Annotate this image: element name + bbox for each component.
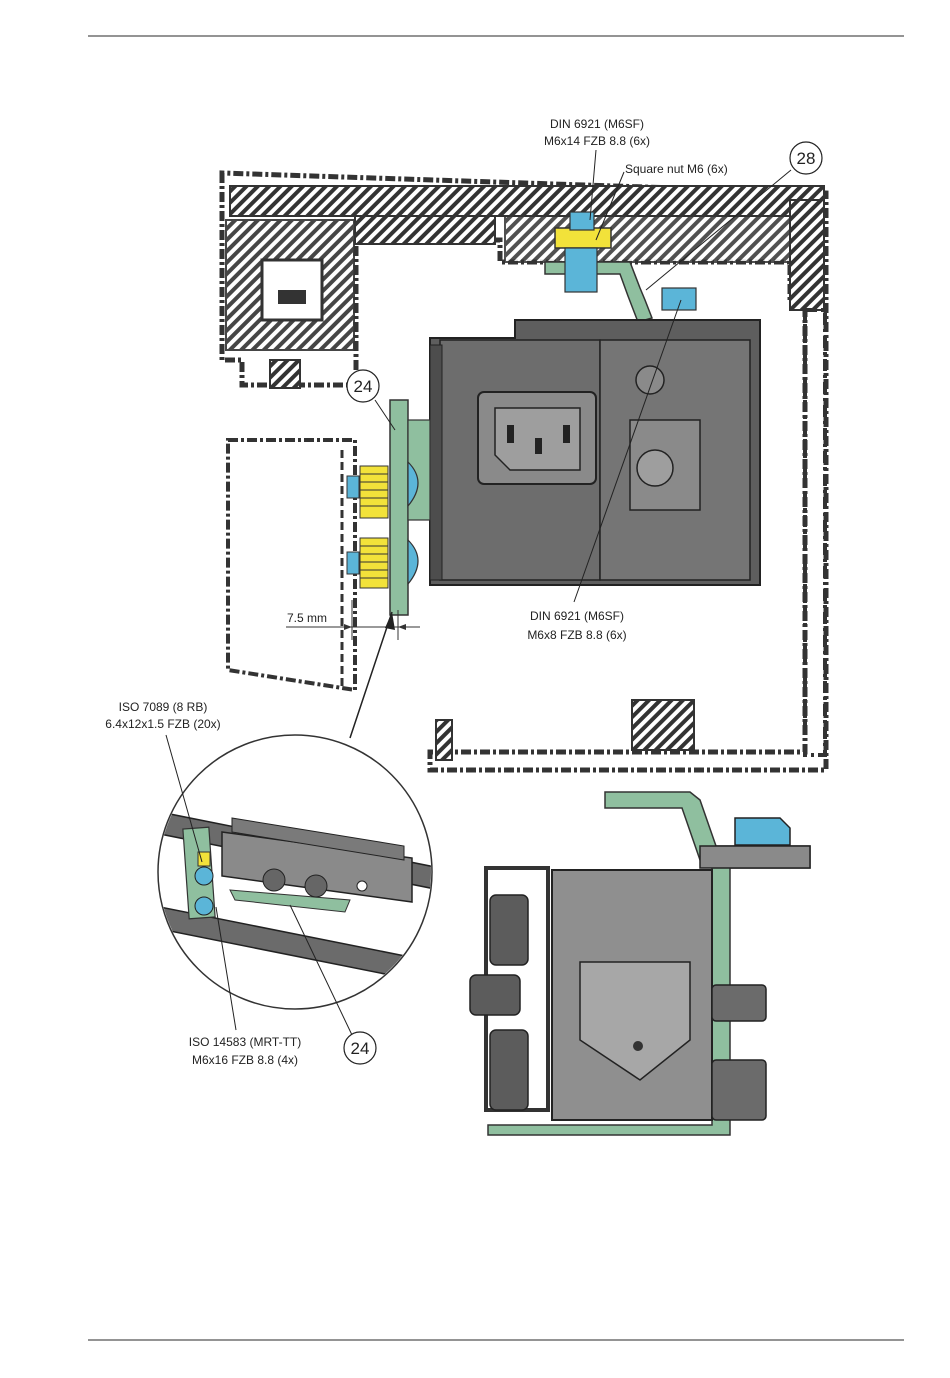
mounting-bracket-24 (347, 400, 430, 615)
square-nut (555, 228, 611, 248)
svg-text:24: 24 (354, 377, 373, 396)
label-din6921-top-1: DIN 6921 (M6SF) (550, 117, 644, 131)
power-unit-housing (430, 320, 760, 585)
label-iso14583-2: M6x16 FZB 8.8 (4x) (192, 1053, 298, 1067)
label-din6921-mid-2: M6x8 FZB 8.8 (6x) (527, 628, 626, 642)
label-iso7089-2: 6.4x12x1.5 FZB (20x) (105, 717, 220, 731)
label-din6921-mid-1: DIN 6921 (M6SF) (530, 609, 624, 623)
label-square-nut: Square nut M6 (6x) (625, 162, 728, 176)
label-din6921-top-2: M6x14 FZB 8.8 (6x) (544, 134, 650, 148)
dimension-label: 7.5 mm (287, 611, 327, 625)
isometric-bracket-view (470, 792, 810, 1135)
callout-24-lower: 24 (344, 1032, 376, 1064)
detail-magnifier (150, 612, 440, 1009)
washer-stack-upper (360, 466, 388, 518)
label-iso7089-1: ISO 7089 (8 RB) (119, 700, 208, 714)
door-profile (228, 440, 355, 690)
svg-text:24: 24 (351, 1039, 370, 1058)
svg-text:28: 28 (797, 149, 816, 168)
callout-28: 28 (790, 142, 822, 174)
callout-24-upper: 24 (347, 370, 379, 402)
washer-stack-lower (360, 538, 388, 588)
label-iso14583-1: ISO 14583 (MRT-TT) (189, 1035, 301, 1049)
